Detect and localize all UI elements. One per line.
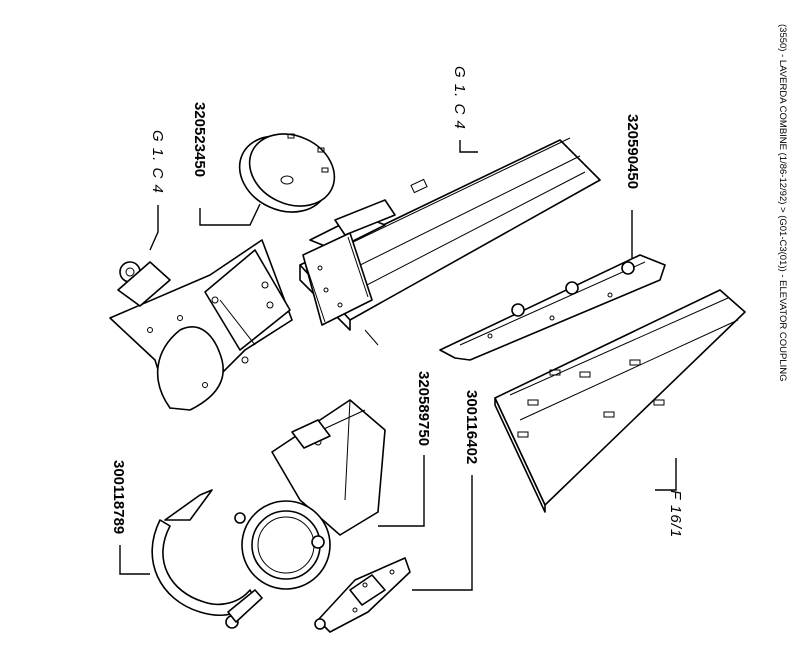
callout-320589750: 320589750 xyxy=(415,371,432,446)
clamp-band-part xyxy=(151,489,263,629)
disc-cover-part xyxy=(238,133,336,213)
leader-line-g1c4-left xyxy=(149,205,159,251)
leader-line-f16-1 xyxy=(655,458,677,491)
callout-300116402: 300116402 xyxy=(463,390,480,464)
elevator-tube-part xyxy=(299,137,601,346)
diagram-caption: (3550) - LAVERDA COMBINE (1/86-12/92) > … xyxy=(777,24,788,382)
callout-300118789: 300118789 xyxy=(110,460,127,534)
leader-line-300118789 xyxy=(119,545,150,575)
scraper-plate-part xyxy=(439,254,666,361)
callout-320523450: 320523450 xyxy=(191,102,208,177)
callout-g1c4-top: G 1. C 4 xyxy=(451,66,468,130)
coupling-bracket-part xyxy=(109,239,293,411)
coupling-housing-part xyxy=(234,399,386,590)
lower-channel-part xyxy=(494,289,746,513)
leader-line-300116402 xyxy=(412,475,473,591)
hinge-plate-part xyxy=(314,557,411,633)
leader-line-g1c4-top xyxy=(459,140,478,153)
callout-f16-1: F 16/1 xyxy=(667,490,684,538)
leader-line-320523450 xyxy=(199,203,261,226)
callout-320590450: 320590450 xyxy=(624,114,641,189)
callout-g1c4-left: G 1. C 4 xyxy=(149,130,166,194)
leader-line-320589750 xyxy=(378,455,425,527)
